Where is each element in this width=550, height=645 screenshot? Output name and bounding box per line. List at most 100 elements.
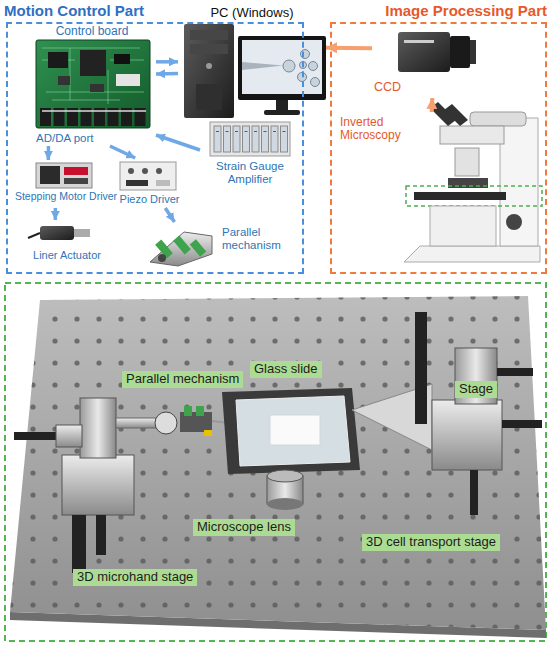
microscope-image: [500, 118, 538, 246]
microhand-stage-image: [116, 418, 156, 428]
parallel-mechanism-image: [204, 430, 212, 436]
microscope-image: [444, 104, 468, 126]
microscope-lens-image: [267, 470, 303, 482]
component-box: PC (Windows): [178, 4, 326, 122]
node-label: Strain Gauge Amplifier: [200, 160, 300, 186]
parallel-mechanism-image: [173, 236, 191, 255]
microscope-image: [448, 178, 488, 188]
strain-amplifier-image: [218, 131, 285, 132]
breadboard-plate: [10, 296, 546, 630]
linear-actuator-image: [74, 229, 90, 237]
flow-arrow: [430, 98, 435, 112]
transport-stage-image: [455, 348, 497, 404]
linear-actuator-image: [40, 226, 74, 240]
parallel-mechanism-image: [150, 232, 212, 266]
flow-arrow: [47, 146, 51, 160]
pc-image: [184, 24, 234, 118]
flow-arrow: [54, 208, 58, 220]
control-board-image: [36, 40, 150, 128]
ccd-camera-image: [404, 40, 434, 43]
pc-image: [238, 36, 326, 100]
ccd-camera-image: [398, 32, 476, 72]
pc-image: [242, 40, 322, 94]
control-board-image: [80, 50, 106, 76]
glass-slide-image: [222, 388, 360, 474]
node-label: Stage: [459, 382, 493, 397]
strain-amplifier-image: [281, 126, 288, 152]
control-board-image: [58, 76, 70, 85]
flow-arrow: [156, 60, 178, 64]
microscope-image: [455, 148, 479, 176]
microscope-lens-image: [267, 470, 303, 510]
microscope-image: [406, 186, 542, 206]
parallel-mechanism-image: [184, 406, 192, 416]
parallel-mechanism-image: [155, 412, 177, 434]
pc-image: [196, 84, 222, 110]
pc-image: [309, 62, 318, 71]
parallel-mechanism-image: [196, 406, 204, 416]
flow-arrow: [326, 46, 372, 51]
pc-image: [301, 50, 310, 59]
node-label: Parallel mechanism: [126, 372, 239, 387]
node-label: Inverted Microscopy: [340, 116, 408, 143]
component-box: Liner Actuator: [22, 220, 112, 265]
microscope-image: [404, 102, 542, 262]
piezo-driver-image: [156, 168, 162, 174]
stepping-driver-image: [36, 163, 92, 188]
piezo-driver-image: [126, 180, 148, 186]
stepping-driver-image: [36, 163, 92, 188]
callout-label: Stage: [455, 381, 497, 398]
linear-actuator-image: [28, 226, 90, 240]
ccd-camera-image: [470, 40, 476, 64]
dashed-group-box: Image Processing PartCCDInverted Microsc…: [330, 22, 547, 274]
callout-label: Microscope lens: [193, 519, 295, 536]
node-label: Microscope lens: [197, 520, 291, 535]
flow-arrow: [156, 72, 178, 76]
glass-slide-image: [236, 396, 350, 466]
control-board-image: [42, 48, 144, 104]
pc-image: [264, 110, 300, 115]
piezo-driver-image: [120, 162, 176, 190]
parallel-mechanism-image: [158, 254, 166, 262]
node-label: Stepping Motor Driver: [7, 191, 125, 203]
component-box: Control boardAD/DA port: [28, 24, 156, 146]
microhand-stage-image: [14, 432, 58, 440]
stepping-driver-image: [64, 167, 88, 175]
piezo-driver-image: [156, 180, 170, 186]
component-box: Parallel mechanism: [140, 222, 290, 270]
pc-image: [242, 62, 283, 70]
node-label: PC (Windows): [178, 6, 326, 21]
parallel-mechanism-image: [190, 239, 206, 256]
microscope-image: [404, 246, 540, 262]
node-label: Parallel mechanism: [222, 226, 288, 252]
piezo-driver-image: [120, 162, 176, 190]
node-label: CCD: [374, 80, 414, 94]
stepping-driver-image: [40, 166, 60, 184]
stepping-driver-image: [64, 178, 88, 184]
pc-image: [276, 100, 288, 110]
strain-amplifier-image: [262, 126, 269, 152]
flow-arrow: [165, 208, 174, 222]
ccd-camera-image: [398, 32, 450, 72]
node-label: Liner Actuator: [22, 249, 112, 261]
control-board-image: [114, 54, 130, 64]
strain-amplifier-image: [252, 126, 259, 152]
dashed-group-box: Motion Control PartControl boardAD/DA po…: [6, 22, 304, 274]
component-box: Piezo Driver: [112, 158, 187, 208]
microhand-stage-image: [72, 515, 86, 573]
piezo-driver-image: [142, 168, 148, 174]
microhand-stage-image: [62, 455, 134, 515]
node-label: AD/DA port: [36, 132, 146, 145]
pc-image: [283, 60, 295, 72]
callout-label: 3D cell transport stage: [362, 534, 500, 551]
node-label: Piezo Driver: [112, 193, 187, 205]
linear-actuator-image: [28, 233, 40, 238]
callout-label: 3D microhand stage: [73, 569, 197, 586]
strain-amplifier-image: [224, 126, 231, 152]
node-label: Glass slide: [254, 362, 318, 377]
transport-stage-image: [470, 470, 478, 515]
transport-stage-image: [352, 312, 542, 515]
piezo-driver-image: [128, 168, 134, 174]
